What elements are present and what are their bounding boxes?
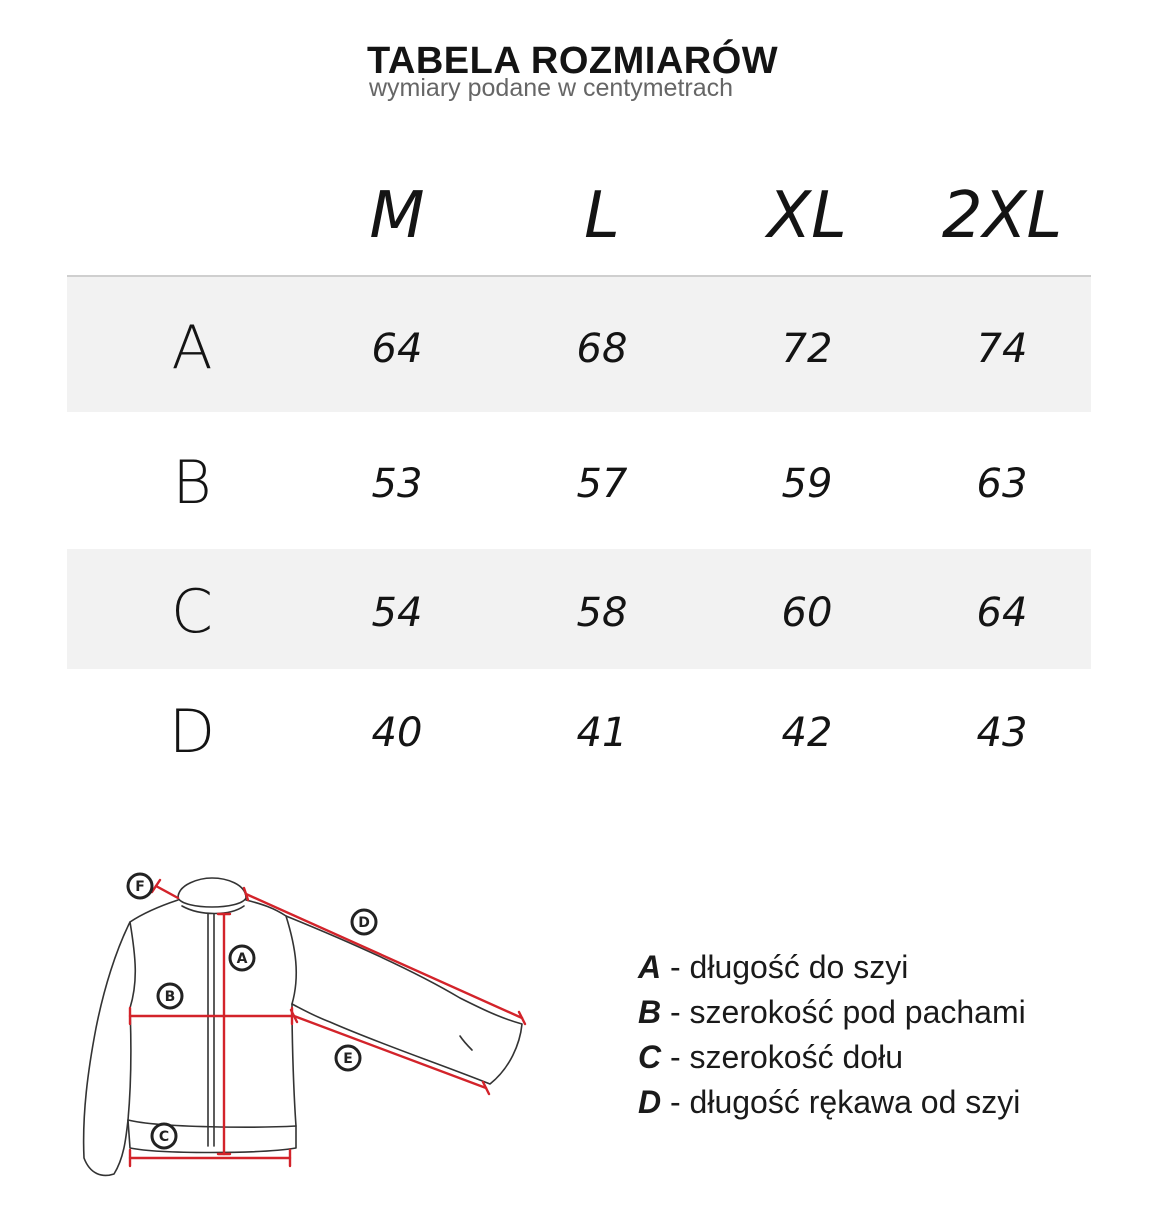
legend-text: - szerokość pod pachami xyxy=(661,994,1026,1030)
table-row: C 54 58 60 64 xyxy=(67,549,1091,669)
table-cell: 57 xyxy=(576,461,628,507)
table-cell: 42 xyxy=(781,710,833,756)
measurement-legend: A - długość do szyi B - szerokość pod pa… xyxy=(638,945,1026,1125)
legend-key: B xyxy=(638,994,662,1030)
size-header-l: L xyxy=(584,179,620,253)
legend-item: B - szerokość pod pachami xyxy=(638,990,1026,1035)
table-cell: 53 xyxy=(371,461,423,507)
measure-lines xyxy=(128,878,527,1168)
legend-text: - długość do szyi xyxy=(661,949,909,985)
table-cell: 58 xyxy=(576,590,628,636)
marker-f-label: F xyxy=(135,879,145,895)
marker-d: D xyxy=(350,908,378,936)
table-cell: 64 xyxy=(976,590,1028,636)
marker-f: F xyxy=(126,872,154,900)
marker-e: E xyxy=(334,1044,362,1072)
table-cell: 43 xyxy=(976,710,1028,756)
table-row: A 64 68 72 74 xyxy=(67,277,1091,412)
row-label: C xyxy=(171,577,213,647)
table-cell: 60 xyxy=(781,590,833,636)
marker-c: C xyxy=(150,1122,178,1150)
row-label: D xyxy=(168,697,216,767)
table-cell: 68 xyxy=(576,326,628,372)
marker-b-label: B xyxy=(165,989,176,1005)
row-label: A xyxy=(171,313,213,383)
row-label: B xyxy=(172,448,212,518)
marker-c-label: C xyxy=(159,1129,169,1145)
legend-key: D xyxy=(638,1084,662,1120)
size-header-xl: XL xyxy=(767,179,847,253)
page-subtitle: wymiary podane w centymetrach xyxy=(369,74,734,102)
table-row: B 53 57 59 63 xyxy=(67,412,1091,549)
table-cell: 63 xyxy=(976,461,1028,507)
legend-item: A - długość do szyi xyxy=(638,945,1026,990)
table-cell: 41 xyxy=(576,710,628,756)
table-cell: 64 xyxy=(371,326,423,372)
marker-a: A xyxy=(228,944,256,972)
legend-text: - długość rękawa od szyi xyxy=(661,1084,1021,1120)
legend-text: - szerokość dołu xyxy=(661,1039,903,1075)
marker-badges: F D A B E C xyxy=(126,872,378,1150)
size-header-2xl: 2XL xyxy=(941,179,1063,253)
size-header-m: M xyxy=(369,179,425,253)
table-cell: 40 xyxy=(371,710,423,756)
marker-a-label: A xyxy=(237,951,248,967)
table-cell: 54 xyxy=(371,590,423,636)
table-cell: 72 xyxy=(781,326,833,372)
marker-d-label: D xyxy=(358,915,370,931)
marker-b: B xyxy=(156,982,184,1010)
table-row: D 40 41 42 43 xyxy=(67,669,1091,794)
jacket-diagram: F D A B E C xyxy=(82,872,527,1177)
legend-key: C xyxy=(638,1039,662,1075)
size-header-row: M L XL 2XL xyxy=(67,170,1091,277)
page-title: TABELA ROZMIARÓW xyxy=(367,40,779,82)
table-cell: 74 xyxy=(976,326,1028,372)
legend-key: A xyxy=(638,949,662,985)
legend-item: C - szerokość dołu xyxy=(638,1035,1026,1080)
table-cell: 59 xyxy=(781,461,833,507)
legend-item: D - długość rękawa od szyi xyxy=(638,1080,1026,1125)
marker-e-label: E xyxy=(343,1051,353,1067)
jacket-outline xyxy=(82,877,523,1177)
size-table: M L XL 2XL A 64 68 72 74 B 53 57 59 63 C… xyxy=(67,170,1091,794)
